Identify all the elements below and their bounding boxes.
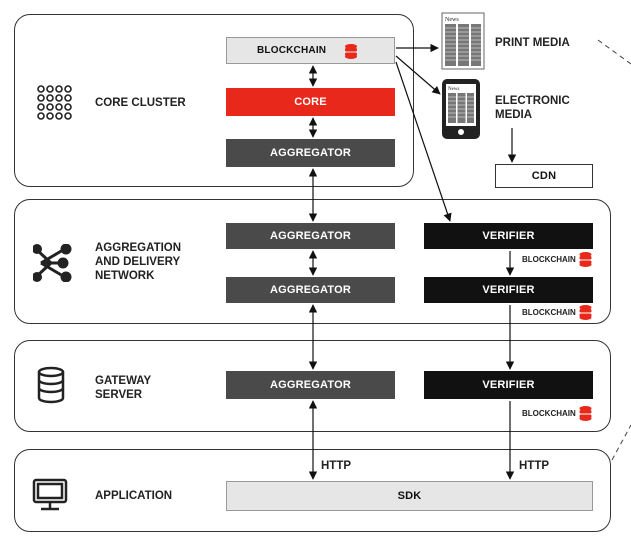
link-blockchain-electronic — [395, 55, 441, 95]
verifier-gateway-node: VERIFIER — [424, 371, 593, 399]
http-label-right: HTTP — [519, 460, 550, 472]
tablet-icon: News — [442, 79, 480, 139]
sdk-node: SDK — [226, 481, 593, 511]
tablet-news-title: News — [448, 87, 459, 92]
database-icon — [579, 252, 592, 267]
database-icon — [579, 406, 592, 421]
blockchain-tag-label: BLOCKCHAIN — [522, 308, 576, 317]
aggregator-core-node: AGGREGATOR — [226, 139, 395, 167]
core-node: CORE — [226, 88, 395, 116]
blockchain-tag: BLOCKCHAIN — [522, 406, 592, 421]
cdn-node: CDN — [495, 164, 593, 188]
monitor-icon — [32, 478, 68, 511]
blockchain-node-label: BLOCKCHAIN — [257, 45, 327, 56]
electronic-media-label: ELECTRONIC MEDIA — [495, 95, 570, 121]
link-blockchain-verifier — [395, 61, 452, 222]
database-icon — [579, 305, 592, 320]
dashed-edge-bottom — [611, 424, 631, 461]
aggregator-gateway-node: AGGREGATOR — [226, 371, 395, 399]
database-icon — [37, 366, 65, 404]
newspaper-icon: News — [441, 12, 485, 70]
layer-label-application: APPLICATION — [95, 490, 173, 502]
print-media-label: PRINT MEDIA — [495, 37, 570, 49]
aggregator-adn-node-1: AGGREGATOR — [226, 223, 395, 249]
blockchain-tag: BLOCKCHAIN — [522, 252, 592, 267]
blockchain-tag-label: BLOCKCHAIN — [522, 409, 576, 418]
newspaper-title: News — [445, 17, 459, 23]
layer-label-aggregation-network: AGGREGATION AND DELIVERY NETWORK — [95, 242, 182, 282]
blockchain-tag-label: BLOCKCHAIN — [522, 255, 576, 264]
verifier-adn-node-2: VERIFIER — [424, 277, 593, 303]
layer-label-gateway-server: GATEWAY SERVER — [95, 375, 152, 401]
database-icon — [345, 44, 357, 59]
http-label-left: HTTP — [321, 460, 352, 472]
dashed-edge-top — [597, 39, 631, 65]
layer-label-core-cluster: CORE CLUSTER — [95, 97, 186, 109]
verifier-adn-node-1: VERIFIER — [424, 223, 593, 249]
aggregator-adn-node-2: AGGREGATOR — [226, 277, 395, 303]
network-share-icon — [33, 244, 72, 282]
cluster-dots-icon — [37, 85, 72, 120]
blockchain-tag: BLOCKCHAIN — [522, 305, 592, 320]
blockchain-node: BLOCKCHAIN — [226, 37, 395, 64]
